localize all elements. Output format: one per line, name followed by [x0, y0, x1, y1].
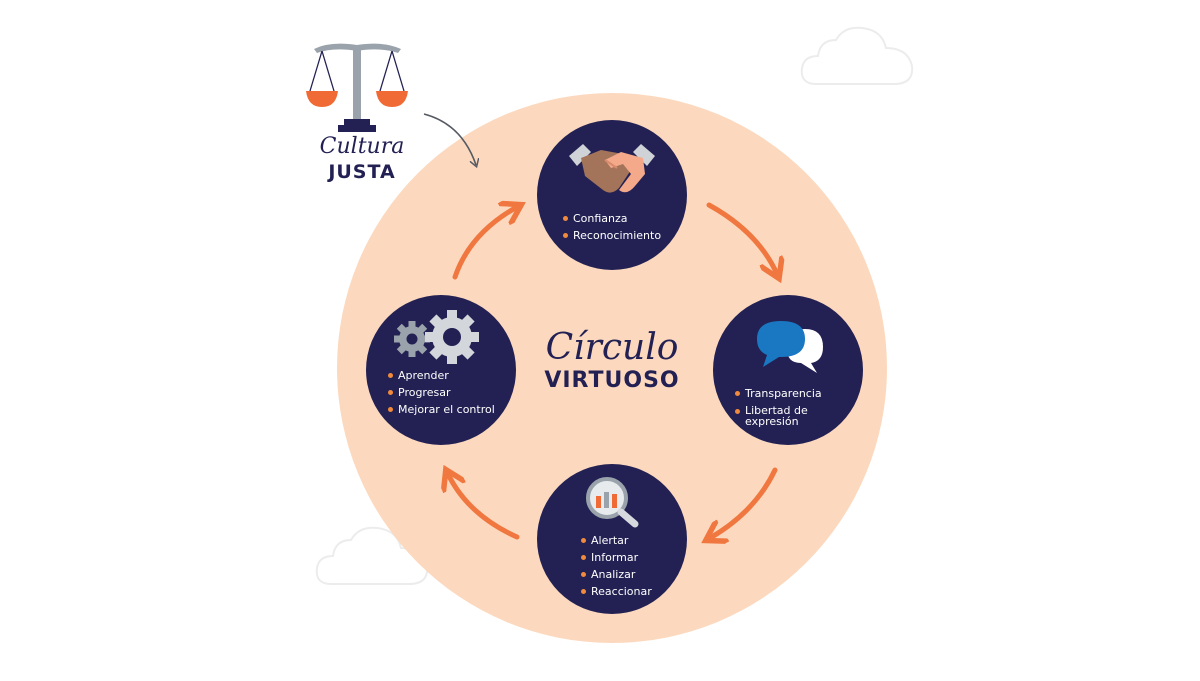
list-item: Transparencia — [735, 385, 845, 402]
scale-of-justice-icon — [306, 43, 408, 132]
list-item: Reaccionar — [581, 583, 652, 600]
list-item: Alertar — [581, 532, 652, 549]
list-item: Progresar — [388, 384, 495, 401]
center-script-title: Círculo — [545, 327, 679, 368]
arrow-right-to-bottom — [710, 467, 778, 538]
list-item: Reconocimiento — [563, 227, 661, 244]
cultura-script-label: Cultura — [319, 134, 405, 159]
list-item: Libertad de expresión — [735, 402, 845, 430]
arrow-top-to-right — [706, 202, 777, 274]
magnifier-chart-icon — [586, 477, 639, 528]
arrow-left-to-top — [452, 207, 517, 280]
cloud-top-right — [800, 26, 914, 85]
arrow-cultura-to-circle — [423, 113, 476, 165]
list-item: Analizar — [581, 566, 652, 583]
speech-bubbles-icon — [757, 321, 823, 373]
center-bold-title: VIRTUOSO — [544, 368, 680, 393]
node-right-list: Transparencia Libertad de expresión — [735, 385, 845, 430]
node-top: Confianza Reconocimiento — [537, 120, 687, 270]
node-bottom: Alertar Informar Analizar Reaccionar — [537, 464, 687, 614]
list-item: Aprender — [388, 367, 495, 384]
gears-icon — [394, 310, 479, 364]
list-item: Informar — [581, 549, 652, 566]
node-top-list: Confianza Reconocimiento — [563, 210, 661, 244]
node-bottom-list: Alertar Informar Analizar Reaccionar — [581, 532, 652, 600]
cultura-bold-label: JUSTA — [328, 161, 396, 183]
handshake-icon — [569, 144, 655, 193]
arrow-bottom-to-left — [448, 474, 520, 540]
node-left-list: Aprender Progresar Mejorar el control — [388, 367, 495, 418]
node-left: Aprender Progresar Mejorar el control — [366, 295, 516, 445]
list-item: Confianza — [563, 210, 661, 227]
node-right: Transparencia Libertad de expresión — [713, 295, 863, 445]
list-item: Mejorar el control — [388, 401, 495, 418]
